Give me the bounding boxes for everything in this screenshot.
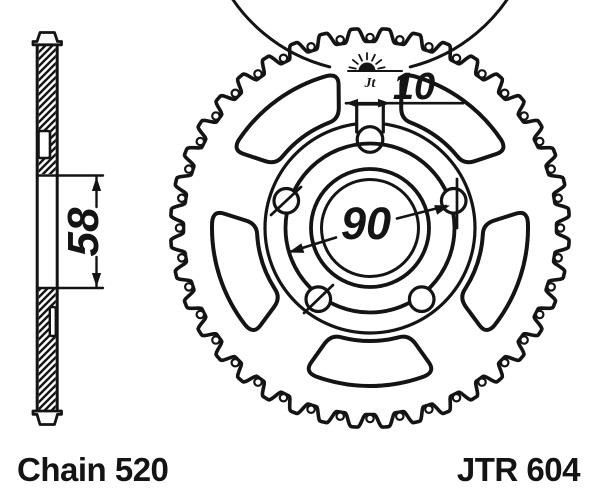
bolt-hole [407,285,436,314]
sun-ray [375,59,383,65]
valley-dot [278,392,289,403]
valley-dot [477,377,487,387]
dim58-down-arrowhead [91,273,102,287]
bolt-hole-marks [269,177,459,315]
sun-ray [351,59,359,65]
lightening-slot [234,73,341,165]
jt-logo-text: Jt [364,76,377,91]
part-number-label: JTR 604 [457,451,581,488]
tooth-tip-top [31,31,63,47]
section-slit [48,305,57,338]
lightening-slot [399,73,506,165]
valley-dot [184,164,194,174]
bolt-hole [439,186,468,215]
dim10-label: 10 [393,66,435,108]
bore-outer-circle [309,167,431,289]
dim10-right-arrowhead [378,98,391,108]
valley-dot [306,41,316,52]
valley-dot [253,69,263,79]
valley-dot [195,136,206,147]
dimension-slot-width: 10 [344,66,465,108]
valley-dot [534,309,545,320]
jt-logo: Jt [347,52,403,91]
dim90-right-arrowhead [434,205,450,215]
slot-bottom-hole [355,125,385,154]
valley-dot [278,53,289,64]
sun-disc [358,62,376,71]
valley-dot [230,357,241,368]
valley-dot [534,136,545,147]
hub-outer-circle [283,141,457,315]
valley-dot [211,111,221,121]
chain-size-label: Chain 520 [17,451,168,488]
valley-dot [177,252,187,263]
valley-dot [335,411,346,422]
valley-dot [306,404,316,415]
dim58-label: 58 [59,207,108,256]
dim10-left-arrowhead [345,98,358,108]
lightening-slot [460,210,530,333]
sun-ray [348,66,357,70]
dim58-up-arrowhead [91,177,102,191]
valley-dot [335,34,346,45]
sun-ray [358,53,363,62]
lightening-slot [306,334,434,388]
slash-bl [302,283,335,315]
valley-dot [553,252,564,263]
valley-dot [424,404,434,415]
dim90-left-arrowhead [288,243,305,253]
valley-dot [174,223,185,233]
lightening-slot [210,210,280,333]
valley-dot [177,193,187,204]
valley-dot [519,111,529,121]
valley-dot [365,32,375,43]
slash-tl [269,185,303,217]
valley-dot [394,411,405,422]
valley-dot [211,335,221,345]
valley-dot [477,69,487,79]
tooth-valley-dots [174,32,566,424]
valley-dot [546,282,557,292]
dimension-arrowheads [91,98,450,287]
tooth-tip-bottom [31,409,63,426]
valley-dot [195,309,206,320]
rising-sun-icon [347,52,403,72]
valley-dot [499,88,510,99]
dim90-label: 90 [341,198,391,249]
valley-dot [424,41,434,52]
valley-dot [519,335,529,345]
valley-dot [451,53,462,64]
valley-dot [184,282,194,292]
side-view-section: 58 [31,31,108,426]
sun-ray [371,53,376,62]
valley-dot [553,193,564,204]
valley-dot [555,223,566,233]
valley-dot [365,413,375,424]
valley-dot [546,164,557,174]
valley-dot [394,34,405,45]
valley-dot [499,357,510,368]
lightening-slots [210,73,530,388]
section-bolt-hole [37,129,52,160]
front-view-sprocket [169,0,571,429]
sun-ray [377,66,386,70]
bore-inner-circle [320,178,420,278]
valley-dot [253,377,263,387]
valley-dot [230,88,241,99]
valley-dot [451,392,462,403]
